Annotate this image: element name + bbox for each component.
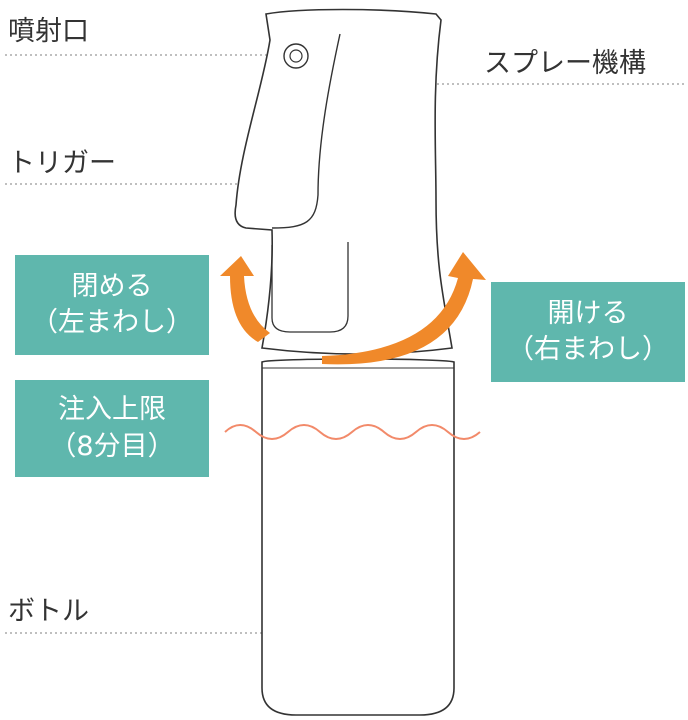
fill-limit-badge: 注入上限 （8分目） [15, 380, 209, 477]
close-badge-title: 閉める [71, 270, 153, 302]
fill-limit-badge-subtitle: （8分目） [49, 430, 175, 462]
bottle-label: ボトル [8, 596, 89, 627]
trigger-label: トリガー [8, 148, 116, 179]
fill-limit-badge-title: 注入上限 [58, 394, 166, 426]
open-badge: 開ける （右まわし） [491, 282, 685, 382]
close-badge: 閉める （左まわし） [15, 255, 209, 355]
bottle-body [261, 358, 455, 716]
open-badge-subtitle: （右まわし） [507, 334, 669, 365]
open-rotation-arrow-icon [322, 252, 486, 365]
fill-limit-wave-line [224, 424, 481, 440]
trigger-slot [271, 242, 349, 333]
trigger-inner [271, 33, 341, 229]
spray-mechanism-label: スプレー機構 [484, 48, 646, 79]
close-badge-subtitle: （左まわし） [31, 307, 193, 338]
nozzle-label: 噴射口 [8, 16, 89, 47]
open-badge-title: 開ける [547, 297, 629, 329]
spray-head [234, 8, 453, 355]
close-rotation-arrow-icon [220, 256, 270, 342]
